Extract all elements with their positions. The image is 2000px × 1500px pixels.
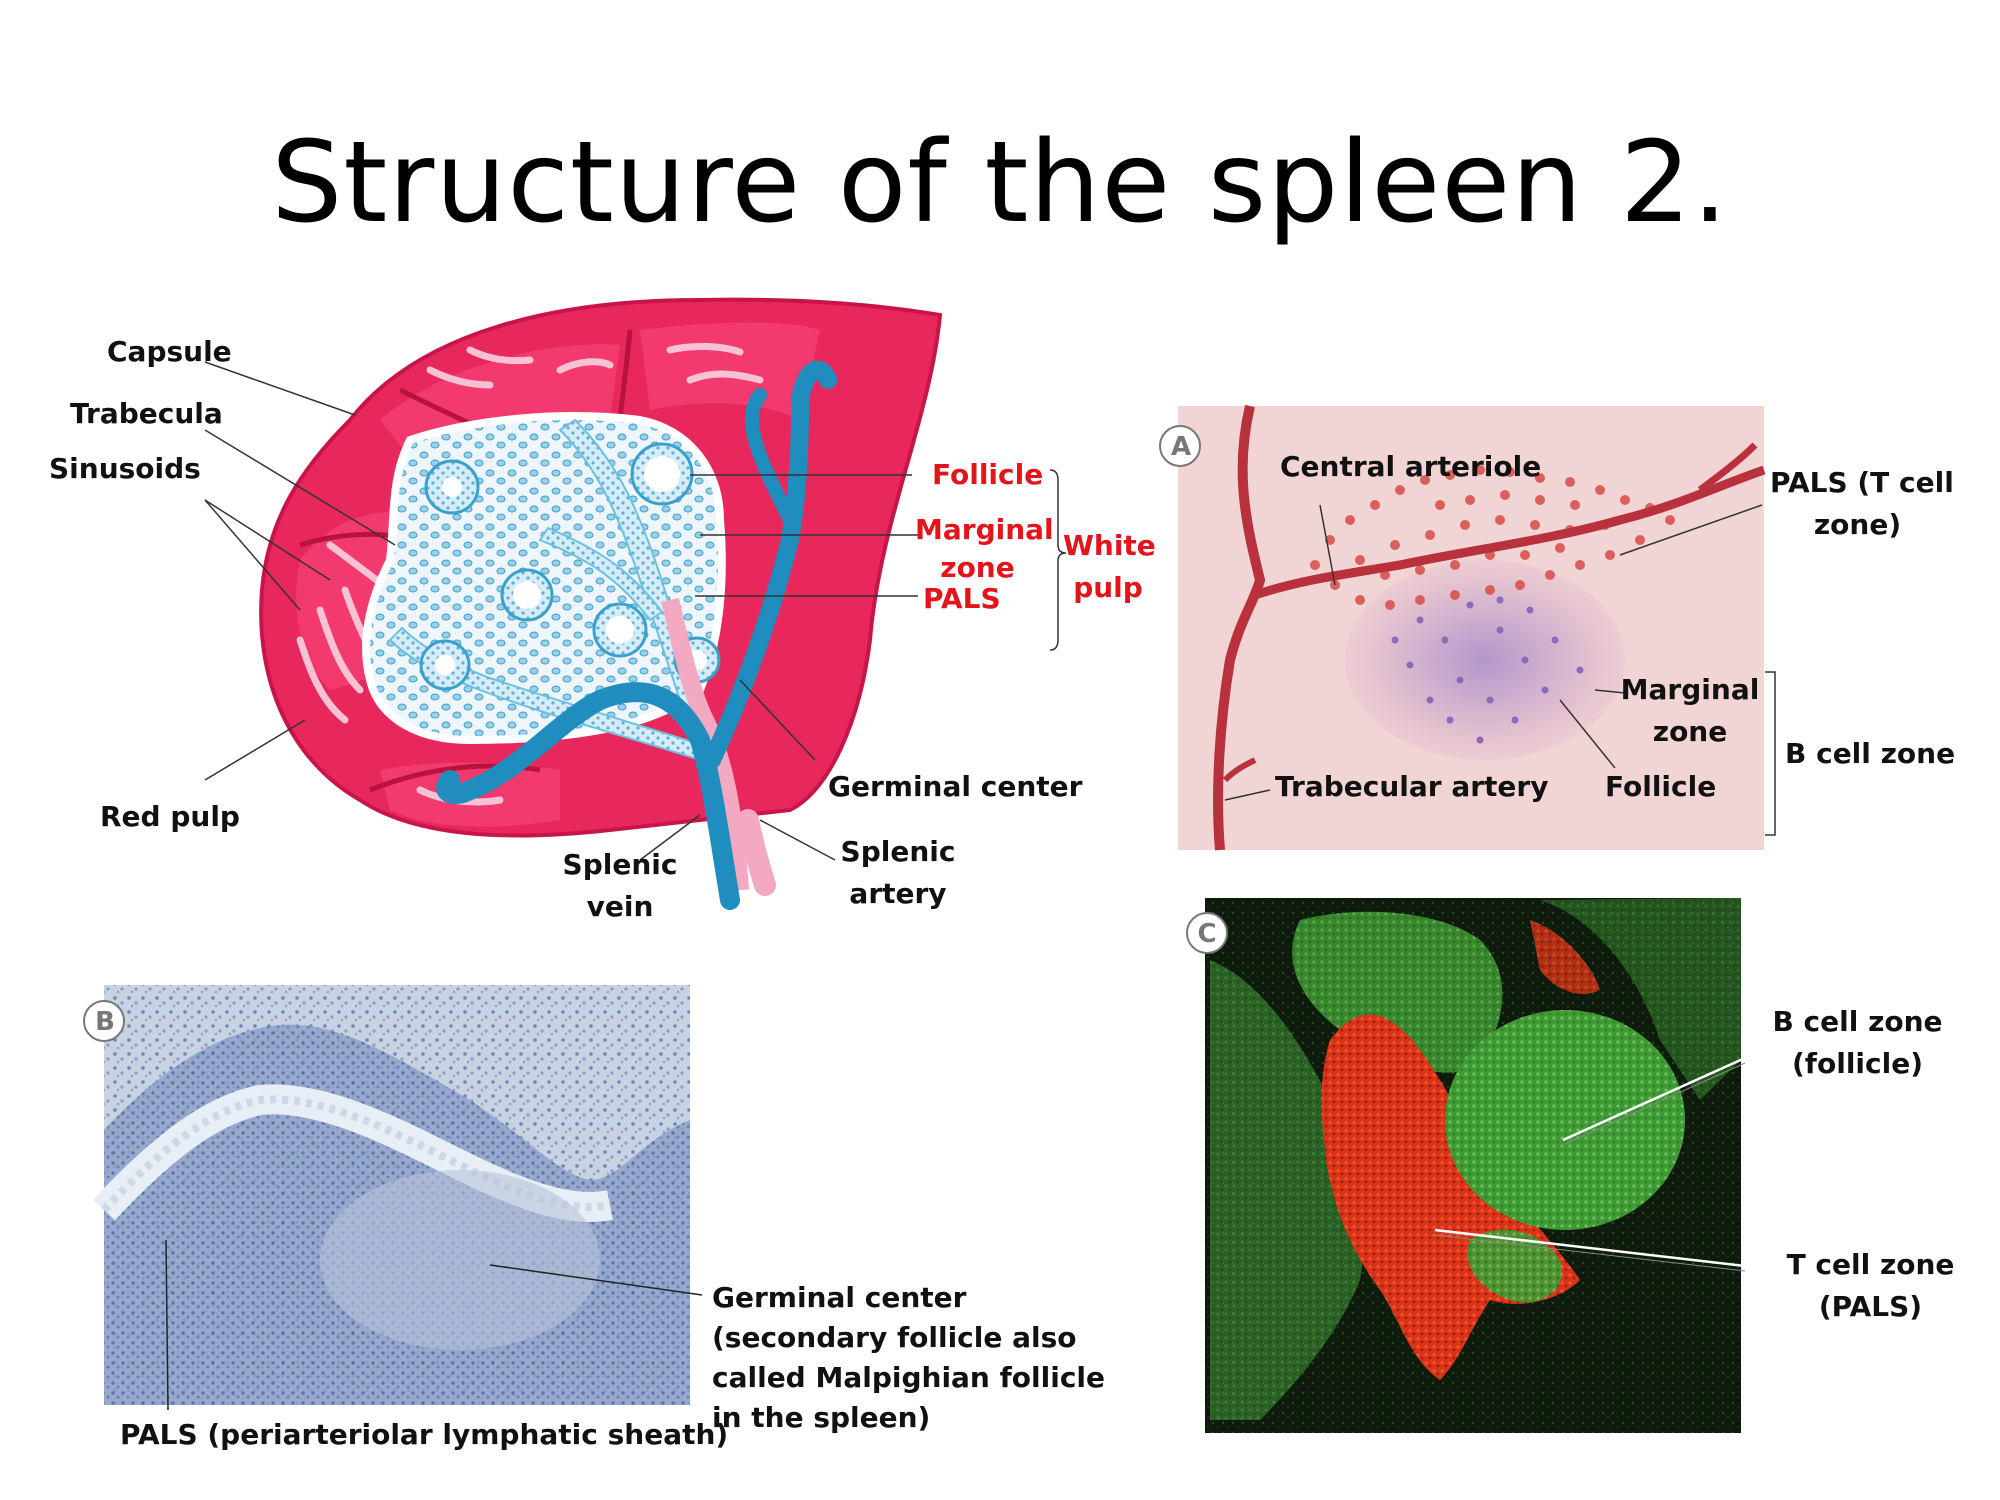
label-splenic-artery-line1: Splenic <box>840 835 956 868</box>
label-splenic-vein-line1: Splenic <box>562 848 678 881</box>
b-cell-dots <box>1391 596 1584 744</box>
label-white-pulp: White pulp <box>1063 526 1156 608</box>
label-germinal-center: Germinal center <box>828 770 1083 803</box>
label-pals-t-cell-zone-line2: zone) <box>1813 508 1902 541</box>
label-marginal-zone: Marginal zone <box>915 510 1054 588</box>
label-white-pulp-line2: pulp <box>1073 571 1143 604</box>
label-marginal-zone-a-line1: Marginal <box>1620 673 1760 706</box>
slide-title: Structure of the spleen 2. <box>271 118 1729 248</box>
label-red-pulp: Red pulp <box>100 800 240 833</box>
label-central-arteriole: Central arteriole <box>1280 450 1542 483</box>
panel-b-letter: B <box>95 1007 115 1037</box>
label-b-cell-zone-a: B cell zone <box>1785 737 1956 770</box>
label-splenic-vein: Splenic vein <box>560 845 680 927</box>
panel-a-letter: A <box>1171 432 1192 462</box>
panel-c-letter: C <box>1197 919 1217 949</box>
label-germinal-center-b-line4: in the spleen) <box>712 1401 931 1434</box>
label-t-cell-zone-c-line2: (PALS) <box>1818 1290 1923 1323</box>
label-trabecula: Trabecula <box>70 397 223 430</box>
label-white-pulp-line1: White <box>1063 529 1156 562</box>
label-trabecular-artery: Trabecular artery <box>1275 770 1549 803</box>
label-germinal-center-b: Germinal center (secondary follicle also… <box>712 1278 1105 1438</box>
label-splenic-artery-line2: artery <box>849 877 947 910</box>
label-marginal-zone-line2: zone <box>940 551 1015 584</box>
label-pals-b: PALS (periarteriolar lymphatic sheath) <box>120 1418 729 1451</box>
label-sinusoids: Sinusoids <box>49 452 201 485</box>
label-pals: PALS <box>923 582 1001 615</box>
label-b-cell-zone-c-line1: B cell zone <box>1772 1005 1943 1038</box>
label-t-cell-zone-c: T cell zone (PALS) <box>1778 1245 1963 1327</box>
label-b-cell-zone-c: B cell zone (follicle) <box>1765 1002 1950 1084</box>
label-marginal-zone-a-line2: zone <box>1652 715 1728 748</box>
label-pals-t-cell-zone-line1: PALS (T cell <box>1770 466 1954 499</box>
t-cell-dots <box>1310 465 1675 610</box>
label-germinal-center-b-line2: (secondary follicle also <box>712 1321 1077 1354</box>
label-pals-t-cell-zone: PALS (T cell zone) <box>1770 463 1954 545</box>
label-b-cell-zone-c-line2: (follicle) <box>1792 1047 1923 1080</box>
label-capsule: Capsule <box>107 335 232 368</box>
label-marginal-zone-a: Marginal zone <box>1620 670 1760 752</box>
label-follicle-a: Follicle <box>1605 770 1717 803</box>
label-splenic-artery: Splenic artery <box>838 832 958 914</box>
label-germinal-center-b-line1: Germinal center <box>712 1281 967 1314</box>
label-t-cell-zone-c-line1: T cell zone <box>1786 1248 1955 1281</box>
label-marginal-zone-line1: Marginal <box>915 513 1054 546</box>
label-splenic-vein-line2: vein <box>586 890 654 923</box>
label-germinal-center-b-line3: called Malpighian follicle <box>712 1361 1106 1394</box>
label-follicle: Follicle <box>932 458 1044 491</box>
